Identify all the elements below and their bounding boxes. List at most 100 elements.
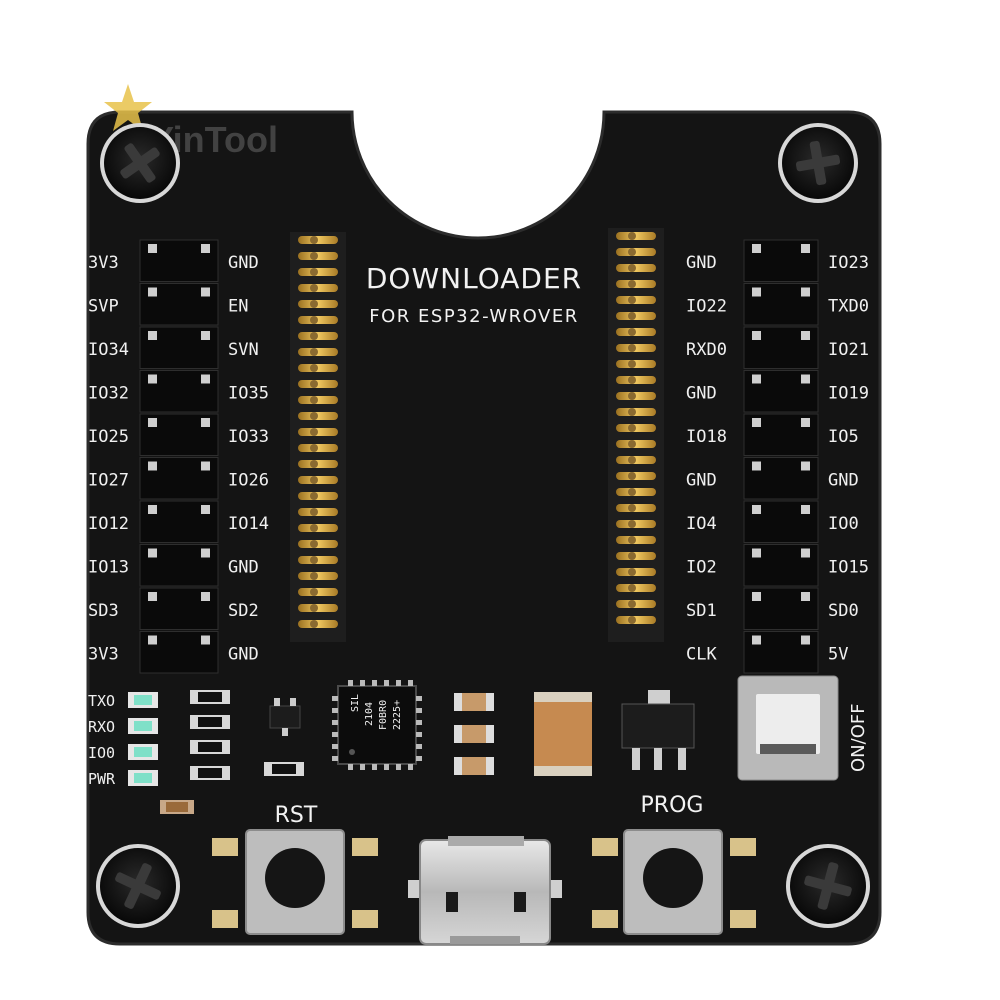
header-pin bbox=[148, 548, 157, 558]
pin-label-left-outer: IO27 bbox=[88, 471, 129, 491]
pogo-pin-head bbox=[628, 616, 636, 624]
pogo-pin-head bbox=[310, 492, 318, 500]
pogo-pin-head bbox=[310, 572, 318, 580]
board-subtitle: FOR ESP32-WROVER bbox=[369, 306, 578, 327]
mounting-screw-bottom-left bbox=[96, 844, 180, 928]
header-pin bbox=[752, 374, 761, 384]
pogo-pin-head bbox=[310, 604, 318, 612]
pin-label-left-inner: SD2 bbox=[228, 601, 259, 621]
board-title: DOWNLOADER bbox=[366, 262, 582, 295]
mounting-screw-top-left bbox=[100, 123, 180, 203]
header-pin bbox=[801, 244, 810, 253]
pin-labels: 3V3SVPIO34IO32IO25IO27IO12IO13SD33V3GNDE… bbox=[88, 253, 869, 665]
pogo-pin-head bbox=[310, 556, 318, 564]
pogo-pin-head bbox=[628, 312, 636, 320]
header-pin bbox=[752, 548, 761, 558]
pogo-pin-head bbox=[310, 460, 318, 468]
header-pin bbox=[201, 635, 210, 645]
header-pin bbox=[801, 418, 810, 427]
pogo-pin-head bbox=[628, 296, 636, 304]
pin-label-right-inner: GND bbox=[686, 253, 717, 273]
micro-usb-port[interactable] bbox=[408, 836, 562, 945]
pin-label-left-outer: SD3 bbox=[88, 601, 119, 621]
mounting-screw-bottom-right bbox=[786, 844, 870, 928]
pogo-holder bbox=[608, 228, 664, 642]
pin-label-left-inner: IO33 bbox=[228, 427, 269, 447]
pogo-pin-head bbox=[628, 536, 636, 544]
header-pin bbox=[148, 374, 157, 384]
pogo-pin-head bbox=[628, 520, 636, 528]
header-pin bbox=[201, 592, 210, 601]
pogo-pin-head bbox=[310, 524, 318, 532]
pin-label-right-outer: 5V bbox=[828, 645, 848, 665]
header-pin bbox=[801, 287, 810, 297]
pogo-pin-head bbox=[310, 428, 318, 436]
pogo-pin-head bbox=[628, 552, 636, 560]
pin-label-left-inner: IO14 bbox=[228, 514, 269, 534]
pogo-pin-head bbox=[628, 280, 636, 288]
smd-resistors bbox=[160, 690, 304, 814]
pogo-pin-head bbox=[628, 264, 636, 272]
pogo-pin-head bbox=[310, 620, 318, 628]
pin-label-left-outer: IO13 bbox=[88, 558, 129, 578]
pin-label-right-outer: IO23 bbox=[828, 253, 869, 273]
pogo-pin-head bbox=[628, 248, 636, 256]
svg-text:SIL: SIL bbox=[350, 694, 361, 712]
pogo-pin-head bbox=[628, 360, 636, 368]
pin-label-right-inner: GND bbox=[686, 384, 717, 404]
header-pin bbox=[752, 418, 761, 427]
header-pin bbox=[752, 635, 761, 645]
led-label: IO0 bbox=[88, 744, 115, 762]
pin-label-right-inner: IO22 bbox=[686, 297, 727, 317]
reset-button[interactable] bbox=[212, 829, 378, 935]
pin-label-right-outer: IO19 bbox=[828, 384, 869, 404]
pin-label-right-outer: SD0 bbox=[828, 601, 859, 621]
reset-button-label: RST bbox=[275, 803, 318, 828]
pin-label-left-inner: GND bbox=[228, 558, 259, 578]
header-pin bbox=[801, 548, 810, 558]
pogo-pin-head bbox=[628, 488, 636, 496]
pin-label-left-outer: IO25 bbox=[88, 427, 129, 447]
pogo-pin-head bbox=[628, 424, 636, 432]
mounting-screw-top-right bbox=[778, 123, 858, 203]
pogo-pin-head bbox=[310, 444, 318, 452]
program-button[interactable] bbox=[592, 829, 756, 935]
pogo-pin-head bbox=[310, 396, 318, 404]
svg-text:F0BR0: F0BR0 bbox=[378, 700, 389, 730]
header-pin bbox=[148, 505, 157, 514]
header-pin bbox=[148, 331, 157, 340]
led-lens bbox=[134, 773, 152, 783]
led-label: PWR bbox=[88, 770, 116, 788]
header-pin bbox=[752, 592, 761, 601]
power-switch-label: ON/OFF bbox=[848, 703, 869, 772]
header-pin bbox=[201, 548, 210, 558]
header-pin bbox=[201, 374, 210, 384]
pogo-pin-head bbox=[628, 392, 636, 400]
pin-label-right-inner: IO4 bbox=[686, 514, 717, 534]
pin-label-right-outer: IO0 bbox=[828, 514, 859, 534]
header-pin bbox=[752, 287, 761, 297]
header-pin bbox=[201, 505, 210, 514]
program-button-label: PROG bbox=[641, 793, 704, 818]
smd-capacitors bbox=[454, 692, 592, 776]
pogo-pin-head bbox=[310, 252, 318, 260]
pin-header-left bbox=[139, 239, 219, 674]
pogo-pin-head bbox=[628, 232, 636, 240]
pin-label-right-inner: SD1 bbox=[686, 601, 717, 621]
header-pin bbox=[801, 374, 810, 384]
pogo-pin-head bbox=[310, 300, 318, 308]
header-pin bbox=[148, 244, 157, 253]
power-switch[interactable] bbox=[737, 675, 839, 781]
pogo-pin-head bbox=[310, 476, 318, 484]
pin-label-right-outer: IO21 bbox=[828, 340, 869, 360]
led-label: RXO bbox=[88, 718, 115, 736]
pin-label-left-outer: IO34 bbox=[88, 340, 129, 360]
pin-label-left-inner: SVN bbox=[228, 340, 259, 360]
pin-label-right-outer: IO15 bbox=[828, 558, 869, 578]
header-pin bbox=[801, 635, 810, 645]
pogo-pin-head bbox=[628, 344, 636, 352]
sot23-transistor bbox=[269, 698, 301, 736]
voltage-regulator bbox=[621, 690, 695, 770]
pogo-pin-head bbox=[310, 508, 318, 516]
